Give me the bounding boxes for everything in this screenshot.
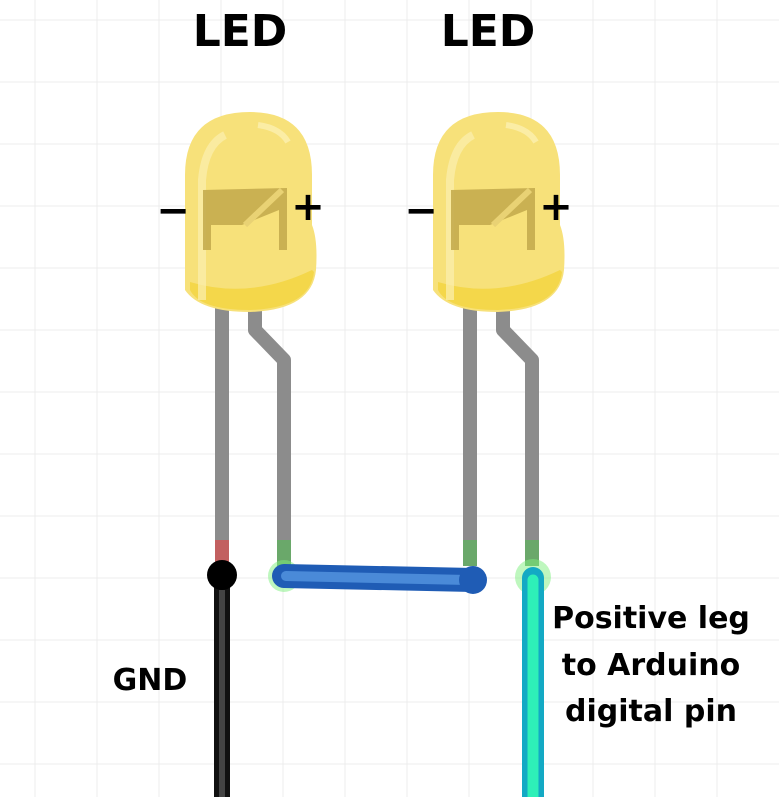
- led-rim: [190, 270, 314, 310]
- positive-label-line-3: digital pin: [565, 694, 737, 729]
- led-highlight: [505, 122, 539, 144]
- led-title: LED: [441, 6, 536, 57]
- gnd-wire[interactable]: [207, 560, 237, 797]
- led-component[interactable]: LED − +: [156, 6, 325, 566]
- led-component[interactable]: LED − +: [404, 6, 573, 566]
- led-rim: [438, 270, 562, 310]
- plus-sign: +: [291, 184, 325, 230]
- jumper-wire[interactable]: [268, 560, 487, 594]
- led-highlight: [198, 131, 228, 300]
- led-title: LED: [193, 6, 288, 57]
- plus-sign: +: [539, 184, 573, 230]
- led-highlight: [446, 131, 476, 300]
- positive-label-line-1: Positive leg: [552, 601, 750, 636]
- led-die-icon: [490, 187, 533, 228]
- anode-leg: [248, 300, 291, 560]
- led-die-icon: [242, 187, 285, 228]
- led-highlight: [257, 122, 291, 144]
- signal-wire[interactable]: [515, 559, 551, 797]
- anode-leg: [496, 300, 539, 560]
- gnd-label: GND: [113, 663, 188, 698]
- minus-sign: −: [156, 188, 190, 234]
- positive-label-line-2: to Arduino: [562, 648, 741, 683]
- minus-sign: −: [404, 188, 438, 234]
